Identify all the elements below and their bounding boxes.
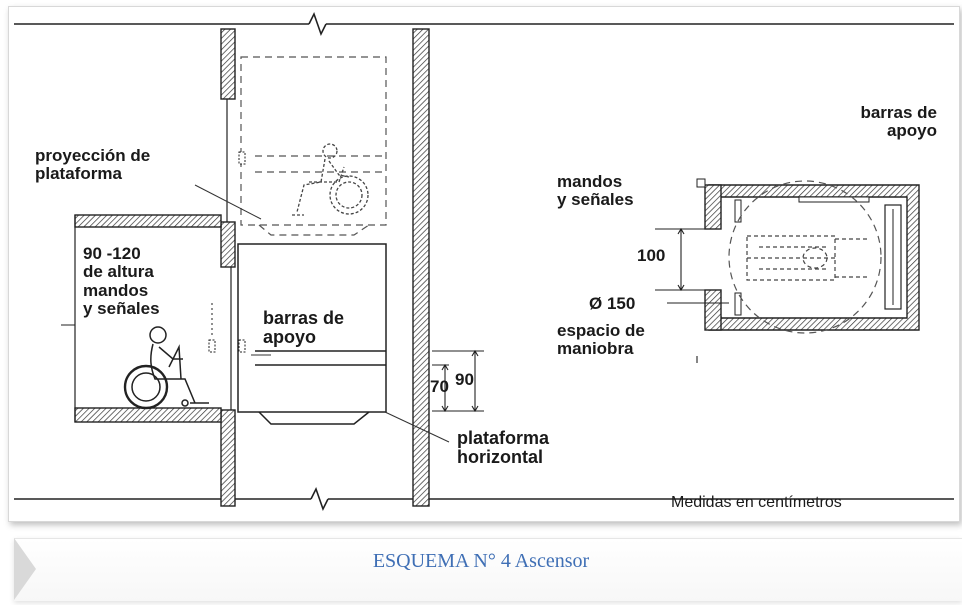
caption-arrow-decoration	[14, 538, 36, 600]
label-line: de altura	[83, 262, 154, 282]
upper-floor-slab	[74, 214, 222, 228]
label-line: mandos	[83, 280, 149, 300]
label-mandos-senales-right: mandos y señales	[557, 172, 634, 210]
bottom-break-line	[14, 486, 954, 512]
shaft-right-wall	[412, 28, 430, 507]
figure-caption: ESQUEMA N° 4 Ascensor	[372, 550, 590, 572]
top-break-line	[14, 11, 954, 37]
wheelchair-user-projected	[292, 143, 369, 216]
label-barras-apoyo-left: barras de apoyo	[263, 308, 345, 348]
diagram-frame: proyección de plataforma 90 -120 de altu…	[8, 6, 960, 522]
shaft-left-wall	[220, 28, 236, 507]
control-panels	[208, 151, 246, 353]
elevator-diagram	[14, 11, 954, 512]
dim-90: 90	[455, 370, 474, 389]
label-line: barras de	[860, 103, 937, 122]
label-line: maniobra	[557, 339, 634, 359]
label-barras-apoyo-right: barras de apoyo	[809, 103, 937, 141]
elevator-cabin	[237, 243, 387, 425]
label-plataforma-horizontal: plataforma horizontal	[457, 428, 550, 468]
dim-150: Ø 150	[589, 294, 636, 313]
dim-70: 70	[430, 377, 449, 396]
units-note: Medidas en centímetros	[671, 494, 842, 511]
label-line: horizontal	[457, 447, 543, 468]
label-line: apoyo	[886, 121, 937, 141]
lower-floor-slab	[74, 407, 222, 423]
label-proyeccion-plataforma: proyección de plataforma	[35, 146, 151, 184]
dim-100: 100	[637, 246, 666, 265]
label-line: 90 -120	[83, 244, 141, 263]
label-espacio-maniobra: espacio de maniobra	[557, 321, 645, 359]
label-line: y señales	[557, 190, 634, 210]
height-dimensions	[432, 349, 484, 413]
label-line: barras de	[263, 308, 345, 328]
wheelchair-user	[123, 326, 209, 410]
caption-bar	[14, 538, 962, 601]
plan-view	[655, 178, 920, 363]
label-leaders	[194, 184, 450, 443]
label-line: espacio de	[557, 321, 645, 340]
label-line: proyección de	[35, 146, 151, 165]
label-line: mandos	[557, 172, 623, 191]
label-line: plataforma	[35, 164, 122, 184]
label-altura-mandos: 90 -120 de altura mandos y señales	[83, 244, 160, 319]
label-line: apoyo	[263, 327, 317, 348]
platform-projection	[240, 56, 387, 236]
label-line: plataforma	[457, 428, 550, 448]
label-line: y señales	[83, 299, 160, 319]
